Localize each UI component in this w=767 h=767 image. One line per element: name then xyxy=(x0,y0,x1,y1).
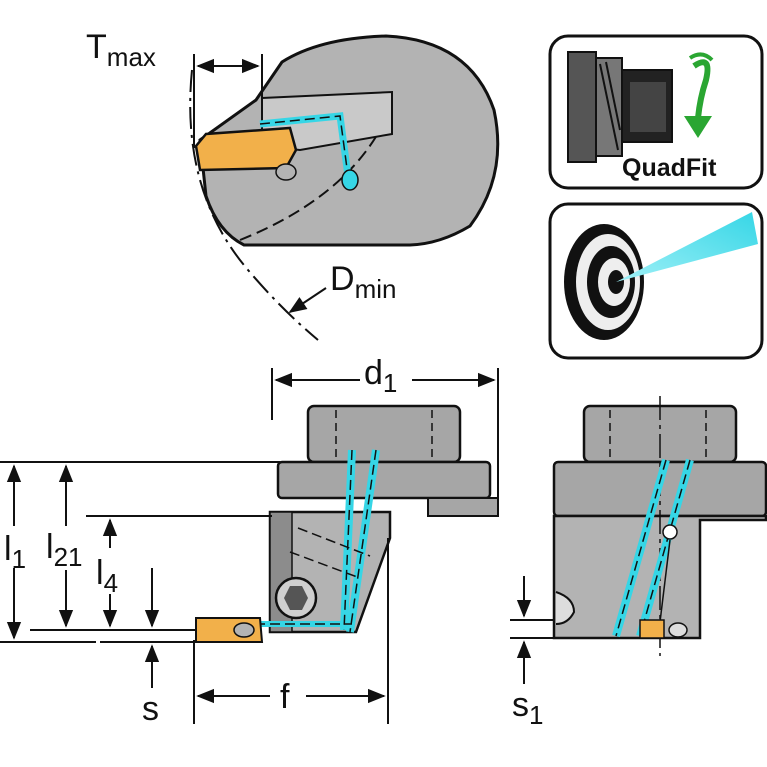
coolant-badge xyxy=(548,202,764,360)
top-view: Tmax Dmin xyxy=(86,28,500,341)
l4-label: l4 xyxy=(96,554,118,598)
quadfit-badge: QuadFit xyxy=(548,34,764,190)
dmin-leader xyxy=(288,287,327,313)
coolant-jet xyxy=(616,212,758,282)
quadfit-coupling-icon xyxy=(567,51,673,163)
side-view: s1 xyxy=(510,396,767,730)
coupling-cap xyxy=(306,404,462,464)
rotate-arrow-icon xyxy=(684,52,714,138)
l1-label: l1 xyxy=(4,530,26,574)
bore-arc xyxy=(239,129,381,241)
f-label: f xyxy=(280,678,290,716)
quadfit-text: QuadFit xyxy=(622,154,717,182)
coolant-outlet xyxy=(341,169,359,191)
l21-label: l21 xyxy=(46,528,82,572)
internal-coolant-target-icon xyxy=(564,224,644,340)
tmax-label: Tmax xyxy=(86,28,156,72)
dmin-arc xyxy=(189,69,319,341)
s1-label: s1 xyxy=(512,686,543,730)
d1-label: d1 xyxy=(364,354,397,398)
flange xyxy=(276,460,492,500)
side-insert xyxy=(639,619,665,639)
cutting-insert-top xyxy=(194,126,298,172)
dmin-label: Dmin xyxy=(330,260,396,304)
s-label: s xyxy=(142,690,159,728)
front-view: d1 l1 l21 l4 s f xyxy=(0,354,499,728)
